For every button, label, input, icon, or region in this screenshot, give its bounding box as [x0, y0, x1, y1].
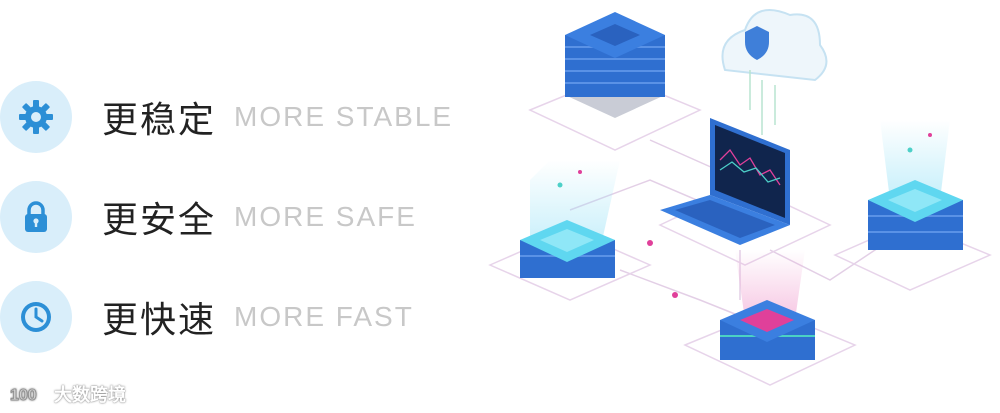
network-illustration — [488, 9, 992, 386]
feature-stable: 更稳定 MORE STABLE — [0, 81, 454, 153]
feature-fast: 更快速 MORE FAST — [0, 281, 414, 353]
sparkle-dots — [557, 133, 932, 298]
svg-text:100: 100 — [10, 387, 37, 404]
feature-title-en: MORE SAFE — [234, 201, 417, 232]
laptop — [660, 118, 790, 245]
watermark: 100 大数跨境 — [10, 381, 126, 407]
feature-safe: 更安全 MORE SAFE — [0, 181, 417, 253]
feature-title-en: MORE FAST — [234, 301, 414, 332]
server-bottom — [720, 250, 815, 360]
server-left — [520, 160, 620, 278]
feature-list: 更稳定 MORE STABLE 更安全 MORE SAFE 更快速 MORE F… — [0, 0, 480, 413]
watermark-logo-icon: 100 — [10, 387, 37, 405]
watermark-text: 大数跨境 — [54, 385, 126, 406]
feature-title-zh: 更快速 — [102, 300, 217, 341]
clock-icon — [0, 281, 72, 353]
server-right — [868, 120, 963, 250]
lock-icon — [0, 181, 72, 253]
cloud-shield — [721, 9, 828, 135]
feature-title-en: MORE STABLE — [234, 101, 454, 132]
server-stack-tall — [565, 12, 665, 118]
feature-title-zh: 更安全 — [102, 200, 217, 241]
feature-title-zh: 更稳定 — [102, 100, 217, 141]
gear-icon — [0, 81, 72, 153]
